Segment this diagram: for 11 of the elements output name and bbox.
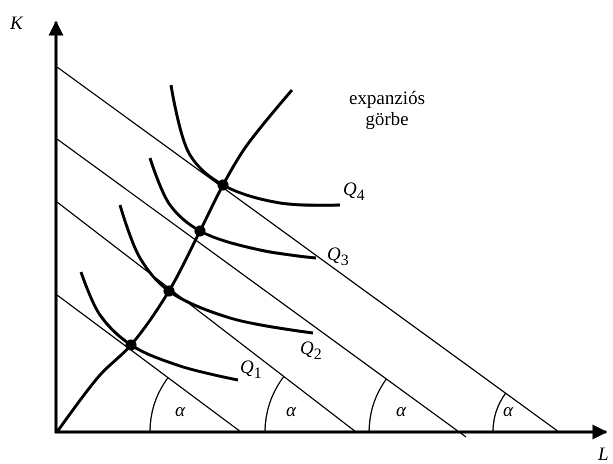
- isoquant-label: Q$_{1}$: [240, 358, 262, 382]
- axis-label: L: [598, 445, 609, 464]
- isoquant-label: Q$_{2}$: [300, 339, 322, 364]
- isoquant-label: Q$_{3}$: [327, 245, 349, 270]
- curve-label: expanziós görbe: [348, 89, 426, 131]
- angle-label: α: [503, 401, 513, 422]
- angle-label: α: [286, 401, 296, 422]
- axis-label: K: [10, 14, 23, 35]
- angle-label: α: [175, 401, 185, 422]
- isoquant-label: Q$_{4}$: [343, 180, 365, 204]
- angle-label: α: [396, 401, 406, 422]
